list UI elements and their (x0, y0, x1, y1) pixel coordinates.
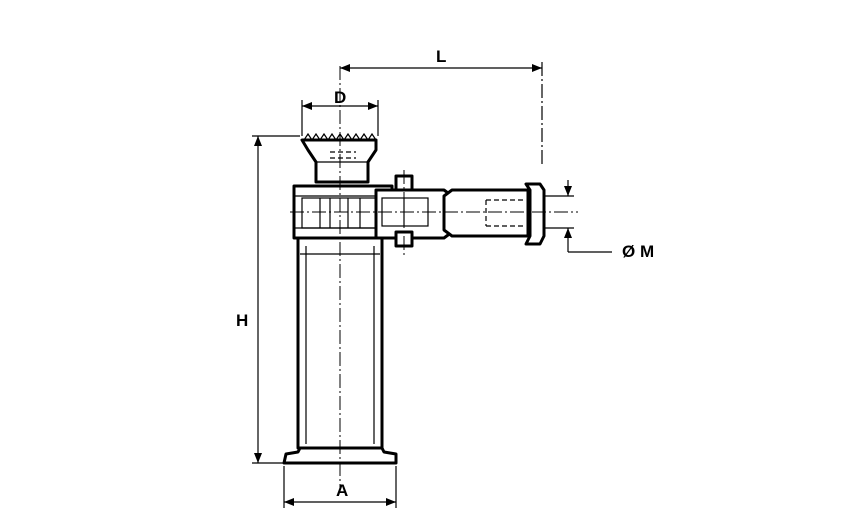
dimension-M: Ø M (544, 180, 654, 261)
dimension-L: L (340, 47, 543, 164)
dimension-label-M: Ø M (622, 242, 654, 261)
dimension-label-A: A (336, 481, 348, 500)
dimension-D: D (301, 88, 379, 136)
handle-end-cap (524, 182, 546, 246)
jack-body (282, 132, 546, 465)
dimension-label-H: H (236, 311, 248, 330)
center-lines (290, 66, 578, 490)
dimension-label-D: D (334, 88, 346, 107)
dimension-label-L: L (436, 47, 446, 66)
saddle-top (300, 138, 378, 184)
dimension-H: H (236, 135, 300, 464)
pump-socket (374, 188, 454, 240)
dimension-A: A (283, 466, 397, 508)
